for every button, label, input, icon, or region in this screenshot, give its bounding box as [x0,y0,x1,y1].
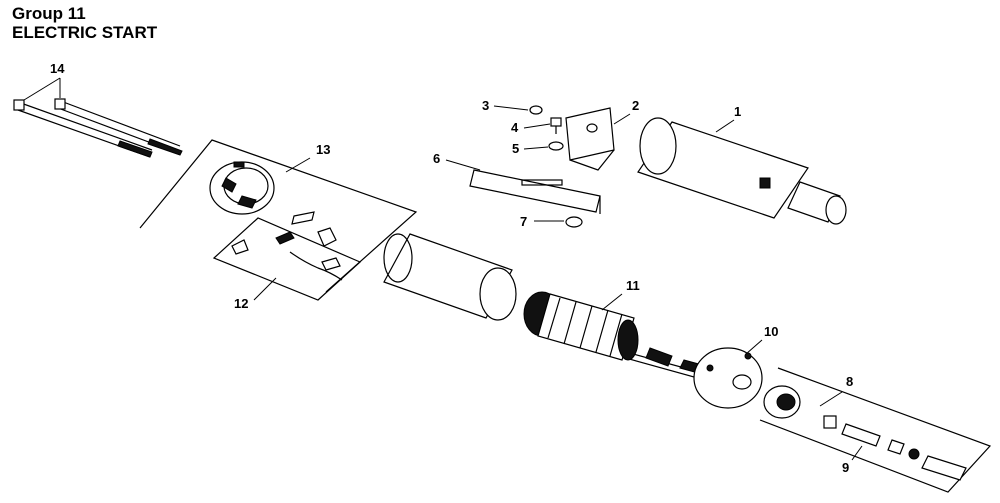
part-4-screw[interactable] [550,117,562,134]
callout-11: 11 [601,278,640,311]
callout-7: 7 [520,214,564,229]
svg-text:13: 13 [316,142,330,157]
callout-9: 9 [842,445,863,475]
callout-12: 12 [234,277,277,311]
part-7-nut[interactable] [565,216,583,228]
svg-text:5: 5 [512,141,519,156]
callout-6: 6 [433,151,481,171]
part-11-armature[interactable] [523,291,715,383]
part-3-nut[interactable] [529,105,543,115]
svg-text:10: 10 [764,324,778,339]
callout-13: 13 [285,142,330,173]
part-13-end-cap[interactable] [139,139,418,293]
part-1-starter-motor[interactable] [637,117,847,225]
svg-text:12: 12 [234,296,248,311]
part-6-mounting-strap[interactable] [469,169,601,214]
callout-5: 5 [512,141,549,156]
group-label: Group 11 [12,4,86,23]
svg-text:4: 4 [511,120,519,135]
callout-14: 14 [23,61,65,101]
callout-1: 1 [715,104,741,133]
diagram-header: Group 11 ELECTRIC START [12,4,157,42]
part-2-bracket[interactable] [565,107,615,171]
svg-text:14: 14 [50,61,65,76]
diagram-title: ELECTRIC START [12,23,158,42]
svg-text:6: 6 [433,151,440,166]
callout-3: 3 [482,98,529,113]
svg-text:9: 9 [842,460,849,475]
part-5-washer[interactable] [548,141,564,151]
callout-4: 4 [511,120,551,135]
svg-text:8: 8 [846,374,853,389]
part-8-drive-kit[interactable] [759,367,992,493]
part-14-through-bolts[interactable] [13,98,183,158]
svg-text:2: 2 [632,98,639,113]
svg-text:11: 11 [626,278,640,293]
callout-2: 2 [613,98,639,125]
svg-text:7: 7 [520,214,527,229]
callout-8: 8 [819,374,853,407]
callout-10: 10 [745,324,778,355]
part-10-drive-plate[interactable] [693,347,763,409]
part-12-brush-kit[interactable] [212,211,362,301]
part-frame-housing[interactable] [383,233,517,321]
svg-text:1: 1 [734,104,741,119]
svg-text:3: 3 [482,98,489,113]
